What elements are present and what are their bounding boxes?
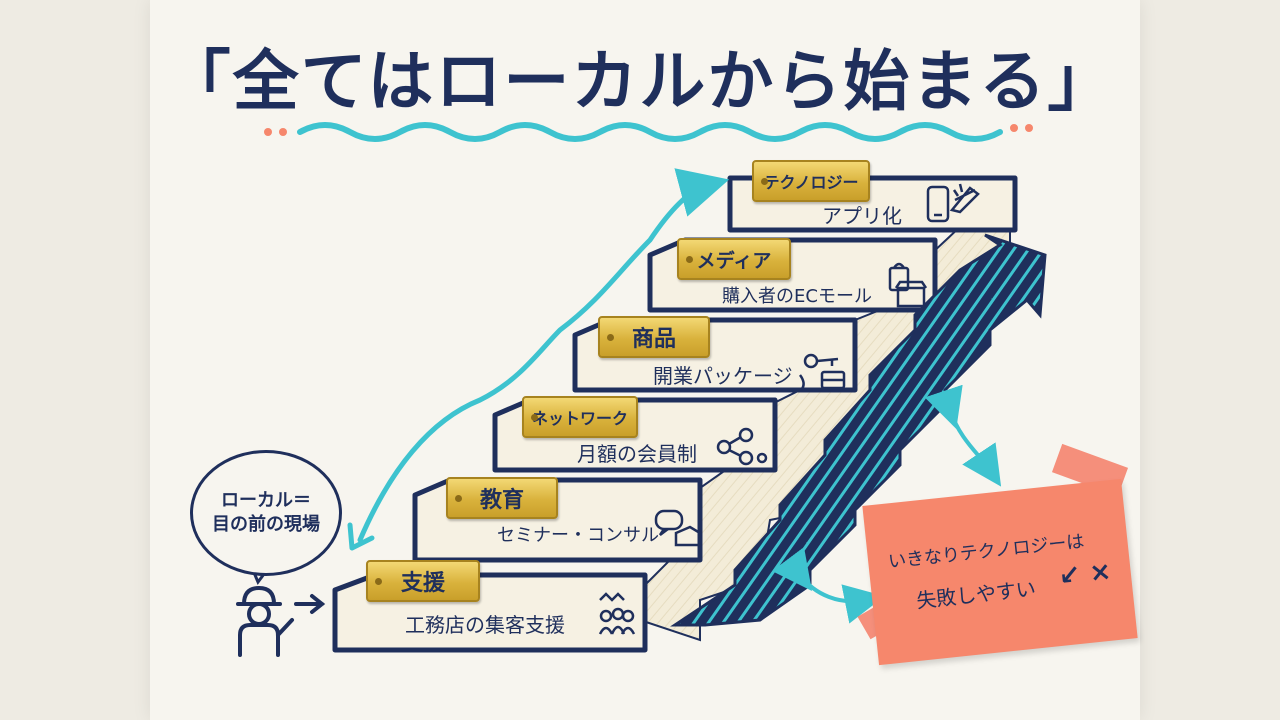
step-text-technology: アプリ化 — [822, 204, 902, 228]
step-tag-product: 商品 — [598, 316, 710, 358]
worker-person-icon — [236, 585, 294, 657]
step-text-education: セミナー・コンサル — [497, 525, 659, 546]
note-arrow-upper — [924, 384, 1002, 487]
title-dots-right — [1010, 124, 1033, 132]
growth-arrow — [670, 233, 1047, 627]
bubble-line2: 目の前の現場 — [212, 514, 320, 535]
step-tag-support: 支援 — [366, 560, 480, 602]
phone-icon — [926, 183, 980, 223]
pointer-arrow-icon — [294, 594, 326, 614]
plate-hole — [686, 255, 693, 263]
page-title: 「全てはローカルから始まる」 — [164, 43, 1116, 120]
step-text-support: 工務店の集客支援 — [405, 613, 565, 637]
step-tag-label: テクノロジー — [763, 173, 859, 192]
network-icon — [716, 427, 768, 466]
step-tag-label: ネットワーク — [531, 409, 628, 428]
plate-hole — [761, 177, 768, 185]
step-tag-network: ネットワーク — [522, 396, 638, 438]
note-cross-mark: ↙ × — [1057, 556, 1113, 592]
step-tag-label: 商品 — [631, 327, 676, 352]
plate-hole — [607, 333, 614, 341]
step-tag-technology: テクノロジー — [752, 160, 870, 202]
plate-hole — [455, 494, 462, 502]
step-tag-label: 教育 — [479, 488, 524, 513]
progress-curve-arrow — [357, 168, 730, 543]
plate-hole — [531, 413, 538, 421]
title-dots-left — [264, 128, 287, 136]
step-text-media: 購入者のECモール — [722, 286, 872, 307]
bubble-line1: ローカル＝ — [221, 489, 311, 511]
note-arrow-lower — [771, 546, 885, 624]
step-tag-education: 教育 — [446, 477, 558, 519]
team-icon — [598, 592, 636, 635]
note-line2: 失敗しやすい — [915, 576, 1037, 613]
plate-hole — [375, 577, 382, 585]
curve-start-head — [347, 522, 375, 551]
note-line1: いきなりテクノロジーは — [887, 531, 1086, 573]
key-icon — [798, 353, 846, 390]
shop-icon — [888, 262, 928, 308]
step-tag-label: メディア — [696, 249, 772, 272]
chat-icon — [654, 509, 702, 547]
step-text-product: 開業パッケージ — [653, 364, 793, 388]
step-tag-media: メディア — [677, 238, 791, 280]
step-tag-label: 支援 — [400, 571, 445, 596]
warning-sticky-note: いきなりテクノロジーは 失敗しやすい ↙ × — [862, 478, 1138, 666]
title-underline — [297, 122, 1003, 142]
step-text-network: 月額の会員制 — [577, 442, 697, 466]
local-speech-bubble: ローカル＝ 目の前の現場 — [190, 450, 342, 576]
